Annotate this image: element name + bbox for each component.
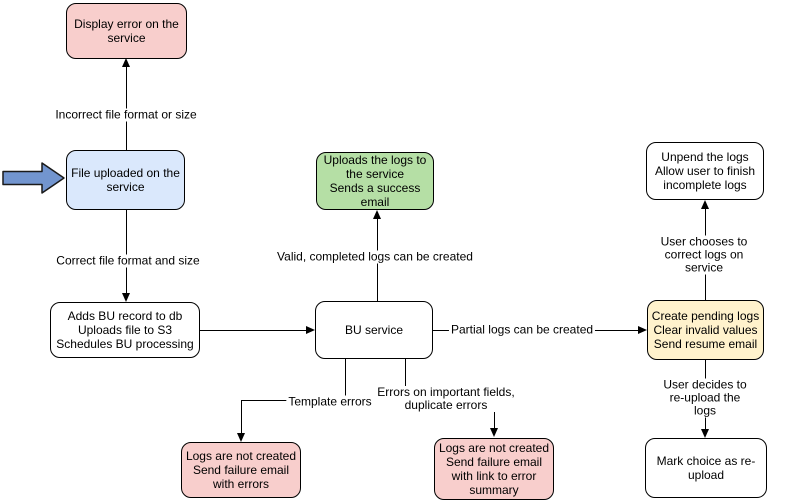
arrowhead-up-icon — [372, 210, 381, 219]
edge-label-correct-format: Correct file format and size — [54, 253, 202, 268]
node-display-error: Display error on the service — [66, 3, 187, 59]
edge-important-seg3 — [494, 400, 495, 428]
edge-label-valid-logs: Valid, completed logs can be created — [275, 249, 475, 264]
edge-label-partial-logs: Partial logs can be created — [448, 322, 596, 337]
arrowhead-down-icon — [489, 428, 498, 437]
arrowhead-up-icon — [700, 200, 709, 209]
edge-addsbu-to-buservice — [200, 330, 307, 331]
start-block-arrow-icon — [2, 162, 65, 194]
node-unpend-logs: Unpend the logs Allow user to finish inc… — [646, 142, 764, 200]
arrowhead-right-icon — [638, 325, 647, 334]
arrowhead-down-icon — [700, 429, 709, 438]
edge-important-seg1 — [405, 359, 406, 400]
arrowhead-up-icon — [121, 58, 130, 67]
node-create-pending-logs: Create pending logs Clear invalid values… — [647, 300, 764, 360]
edge-template-seg3 — [241, 400, 242, 433]
arrowhead-right-icon — [306, 325, 315, 334]
node-bu-service: BU service — [315, 301, 433, 359]
edge-label-template-errors: Template errors — [286, 394, 374, 409]
edge-template-seg1 — [345, 359, 346, 400]
edge-label-user-reupload: User decides to re-upload the logs — [657, 378, 753, 418]
node-logs-not-created-errors: Logs are not created Send failure email … — [181, 442, 301, 498]
arrowhead-down-icon — [121, 293, 130, 302]
edge-label-important-errors: Errors on important fields, duplicate er… — [375, 385, 517, 412]
edge-label-incorrect-format: Incorrect file format or size — [53, 107, 199, 122]
node-adds-bu-record: Adds BU record to db Uploads file to S3 … — [50, 302, 200, 358]
node-logs-not-created-summary: Logs are not created Send failure email … — [434, 438, 554, 500]
edge-label-user-correct: User chooses to correct logs on service — [655, 235, 753, 275]
node-uploads-logs-success: Uploads the logs to the service Sends a … — [316, 152, 434, 210]
edge-file-to-addsbu — [126, 210, 127, 294]
node-file-uploaded: File uploaded on the service — [66, 150, 185, 210]
node-mark-choice-reupload: Mark choice as re- upload — [645, 438, 767, 498]
arrowhead-down-icon — [236, 433, 245, 442]
